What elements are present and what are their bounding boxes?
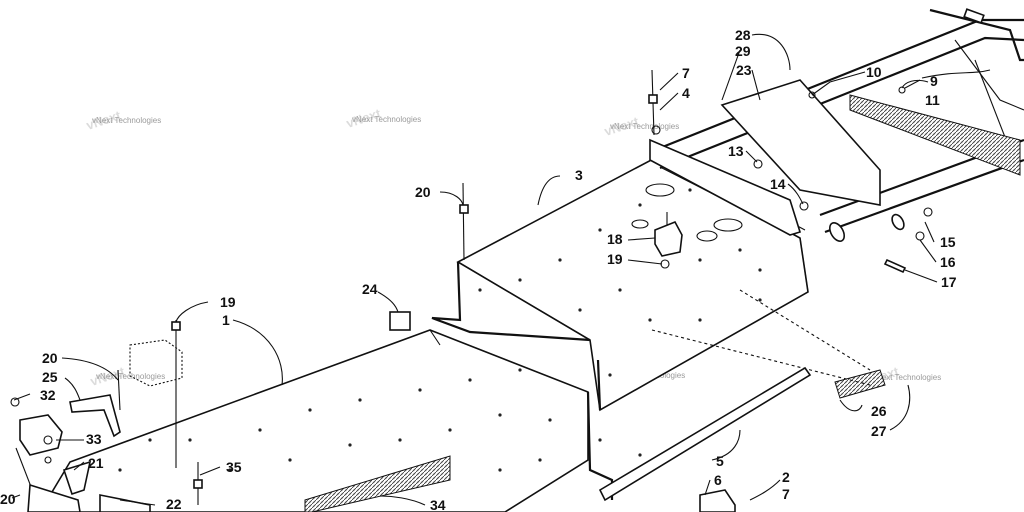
callout-10: 10 [866,64,882,80]
callout-11: 11 [925,92,940,108]
mount-holes [118,188,762,472]
rear-bumper [649,8,1024,239]
callout-33: 33 [86,431,102,447]
callout-3: 3 [575,167,583,183]
watermark-text: vNext Technologies [92,116,161,125]
callout-2: 2 [782,469,790,485]
callout-28: 28 [735,27,751,43]
callout-7: 7 [682,65,690,81]
callout-6: 6 [714,472,722,488]
callout-29: 29 [735,43,751,59]
callout-24: 24 [362,281,378,297]
callout-9: 9 [930,73,938,89]
callout-20: 20 [415,184,431,200]
callout-21: 21 [88,455,104,471]
callout-25: 25 [42,369,58,385]
callout-20-bottom: 20 [0,491,16,507]
callout-17: 17 [941,274,957,290]
callout-7-lower: 7 [782,486,790,502]
callout-27: 27 [871,423,887,439]
callout-14: 14 [770,176,786,192]
watermark-text: vNext Technologies [352,115,421,124]
chassis-tunnel [39,329,614,512]
callout-5: 5 [716,453,724,469]
callout-32: 32 [40,387,56,403]
callout-20-left: 20 [42,350,58,366]
callout-15: 15 [940,234,956,250]
callout-19-left: 19 [220,294,236,310]
callout-18: 18 [607,231,623,247]
callout-23: 23 [736,62,752,78]
callout-labels: 1 2 3 4 5 6 7 7 9 10 11 13 14 15 16 17 1… [0,27,957,512]
callout-13: 13 [728,143,744,159]
callout-4: 4 [682,85,690,101]
callout-16: 16 [940,254,956,270]
hardware [10,69,933,512]
leader-lines [11,33,991,506]
callout-22: 22 [166,496,182,512]
watermark-text: vNext Technologies [610,122,679,131]
callout-1: 1 [222,312,230,328]
callout-35: 35 [226,459,242,475]
callout-26: 26 [871,403,887,419]
watermark-text: vNext Technologies [872,373,941,382]
callout-34: 34 [430,497,446,512]
callout-19: 19 [607,251,623,267]
